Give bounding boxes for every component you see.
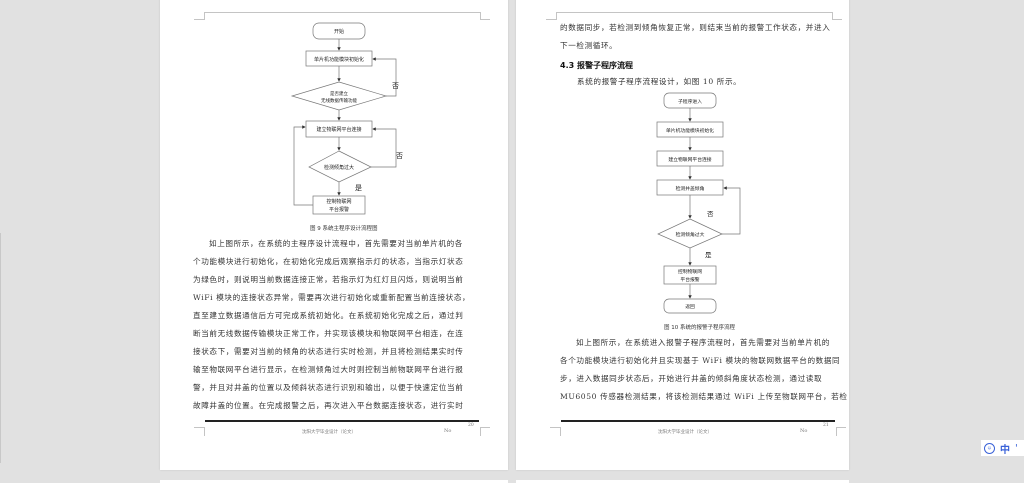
header-corner-right [480, 12, 490, 20]
paragraph-line: 如上图所示，在系统进入报警子程序流程时，首先需要对当前单片机的 [576, 338, 831, 347]
footer-school: 沈阳大学毕业设计（论文） [658, 430, 712, 435]
footer-page-number: 21 [823, 423, 829, 428]
paragraph-line: 个功能模块进行初始化，在初始化完成后观察指示灯的状态，当指示灯状态 [193, 257, 464, 266]
footer-corner-right [480, 427, 490, 436]
section-intro: 系统的报警子程序流程设计，如图 10 所示。 [577, 73, 741, 91]
paragraph-line: 各个功能模块进行初始化并且实现基于 WiFi 模块的物联网数据平台的数据同 [560, 356, 841, 365]
node-decision: 检测倾角过大 [676, 231, 705, 238]
paragraph-line: 为绿色时，则说明当前数据连接正常，若指示灯为红灯且闪烁，则说明当前 [193, 275, 464, 284]
document-page-20: 开始 单片机功能模块初始化 是否建立 无线数据传输功能 建立物联网平台连接 检测… [160, 0, 508, 470]
paragraph-line: 步，进入数据同步状态后，开始进行井盖的倾斜角度状态检测，通过读取 [560, 374, 823, 383]
node-start: 子程序进入 [678, 98, 702, 105]
header-corner-left [547, 12, 557, 20]
label-no-2: 否 [396, 152, 403, 160]
paragraph-line: 系统的报警子程序流程设计，如图 10 所示。 [577, 77, 742, 86]
footer-no-label: No [800, 428, 808, 434]
header-line [205, 12, 481, 13]
label-no-1: 否 [392, 82, 399, 90]
paragraph-line: 断当前无线数据传输模块正常工作，并实现该模块和物联网平台相连，在连 [193, 329, 464, 338]
figure-9-caption: 图 9 系统主程序设计流程图 [310, 226, 378, 232]
footer-rule [561, 420, 835, 422]
paragraph-line: 如上图所示，在系统的主程序设计流程中，首先需要对当前单片机的各 [209, 239, 464, 248]
node-decision2: 检测倾角过大 [324, 164, 354, 171]
paragraph-line: 直至建立数据通信后方可完成系统初始化。在系统初始化完成之后，通过判 [193, 311, 464, 320]
paragraph-line: 输至物联网平台进行显示，在检测倾角过大时则控制当前物联网平台进行报 [193, 365, 464, 374]
next-page-top-left [160, 480, 508, 483]
node-alarm-line2: 平台报警 [329, 206, 349, 213]
flowchart-figure-10: 子程序进入 单片机功能模块初始化 建立物联网平台连接 检测井盖倾角 检测倾角过大… [656, 92, 741, 314]
node-end: 返回 [685, 303, 695, 310]
body-paragraph: 如上图所示，在系统进入报警子程序流程时，首先需要对当前单片机的 各个功能模块进行… [560, 334, 848, 406]
ime-toolbar[interactable]: ☺ 中 ' [981, 440, 1024, 456]
footer-page-number: 20 [468, 423, 474, 428]
footer-corner-left [550, 427, 561, 436]
header-corner-left-tick [546, 19, 557, 20]
header-corner-left-tick [194, 19, 205, 20]
header-corner-right [832, 12, 842, 20]
paragraph-line: 故障井盖的位置。在完成报警之后，再次进入平台数据连接状态，进行实时 [193, 401, 464, 410]
node-decision1-line1: 是否建立 [330, 90, 348, 97]
node-connect: 建立物联网平台连接 [316, 126, 361, 133]
header-corner-right-tick [832, 19, 842, 20]
node-detect: 检测井盖倾角 [676, 185, 705, 192]
section-heading: 4.3 报警子程序流程 [560, 61, 633, 70]
left-scrollbar-track[interactable] [0, 233, 1, 463]
next-page-top-right [516, 480, 849, 483]
footer-corner-left [194, 427, 205, 436]
label-no: 否 [707, 210, 714, 218]
header-corner-left [195, 12, 205, 20]
document-page-21: 的数据同步，若检测到倾角恢复正常，则结束当前的报警工作状态，并进入 下一检测循环… [516, 0, 849, 470]
paragraph-line: 接状态下，需要对当前的倾角的状态进行实时检测，并且将检测结果实时传 [193, 347, 464, 356]
node-alarm-line2: 平台报警 [680, 276, 699, 283]
node-alarm-line1: 控制物联网 [678, 268, 702, 275]
label-yes: 是 [705, 251, 712, 259]
node-init: 单片机功能模块初始化 [666, 127, 714, 134]
intro-paragraph: 的数据同步，若检测到倾角恢复正常，则结束当前的报警工作状态，并进入 下一检测循环… [560, 19, 830, 55]
figure-10-caption: 图 10 系统的报警子程序流程 [664, 325, 735, 331]
node-init: 单片机功能模块初始化 [314, 56, 364, 63]
label-yes: 是 [355, 184, 362, 192]
node-alarm-line1: 控制物联网 [326, 198, 351, 205]
header-line [557, 12, 833, 13]
footer-rule [205, 420, 479, 422]
footer-school: 沈阳大学毕业设计（论文） [302, 430, 356, 435]
node-start: 开始 [334, 28, 344, 35]
flowchart-figure-9: 开始 单片机功能模块初始化 是否建立 无线数据传输功能 建立物联网平台连接 检测… [290, 22, 403, 215]
paragraph-line: 的数据同步，若检测到倾角恢复正常，则结束当前的报警工作状态，并进入 [560, 23, 831, 32]
node-connect: 建立物联网平台连接 [668, 156, 711, 163]
header-corner-right-tick [480, 19, 490, 20]
paragraph-line: MU6050 传感器检测结果，将该检测结果通过 WiFi 上传至物联网平台，若检 [560, 392, 848, 401]
paragraph-line: 下一检测循环。 [560, 41, 618, 50]
ime-logo-icon[interactable]: ☺ [984, 442, 995, 454]
body-paragraph: 如上图所示，在系统的主程序设计流程中，首先需要对当前单片机的各 个功能模块进行初… [193, 235, 470, 415]
node-decision1-line2: 无线数据传输功能 [321, 97, 357, 104]
paragraph-line: WiFi 模块的连接状态异常，需要再次进行初始化或重新配置当前连接状态， [193, 293, 471, 302]
ime-mode-toggle[interactable]: 中 [1000, 444, 1010, 456]
paragraph-line: 警，并且对井盖的位置以及倾斜状态进行识别和输出，以便于快速定位当前 [193, 383, 464, 392]
ime-punctuation-toggle[interactable]: ' [1015, 442, 1018, 454]
footer-no-label: No [444, 428, 452, 434]
footer-corner-right [836, 427, 846, 436]
